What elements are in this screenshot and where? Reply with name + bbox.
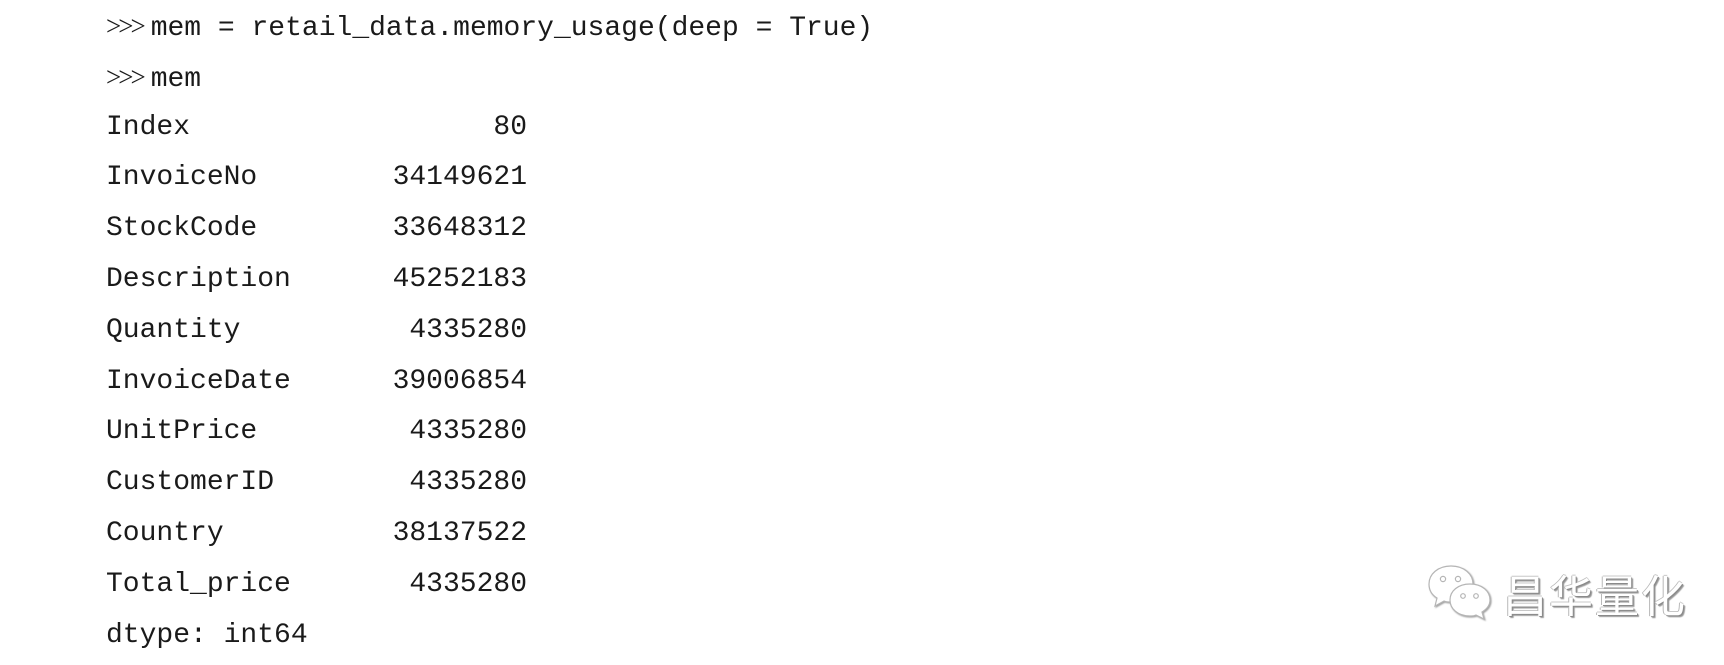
row-label: StockCode (106, 213, 258, 245)
output-row: Quantity 4335280 (106, 306, 873, 357)
row-value: 4335280 (409, 416, 527, 448)
row-label: Quantity (106, 314, 241, 346)
output-row: StockCode 33648312 (106, 204, 873, 255)
row-value: 34149621 (392, 162, 527, 194)
row-value: 4335280 (409, 314, 527, 346)
row-label: Description (106, 263, 291, 295)
wechat-icon (1425, 560, 1495, 627)
row-value: 33648312 (392, 213, 527, 245)
prompt: >>> (106, 11, 146, 41)
row-value: 80 (493, 111, 527, 143)
row-value: 38137522 (392, 517, 527, 549)
row-value: 39006854 (392, 365, 527, 397)
output-row: CustomerID 4335280 (106, 458, 873, 509)
row-label: InvoiceNo (106, 162, 258, 194)
output-row: Total_price 4335280 (106, 560, 873, 611)
watermark: 昌华量化 (1425, 558, 1687, 628)
row-label: UnitPrice (106, 416, 258, 448)
command-line: >>>mem = retail_data.memory_usage(deep =… (106, 1, 873, 52)
output-row: Index 80 (106, 103, 873, 154)
row-label: InvoiceDate (106, 365, 291, 397)
prompt: >>> (106, 61, 146, 92)
row-label: Country (106, 517, 224, 549)
echo-line: >>>mem (106, 52, 873, 103)
row-value: 4335280 (409, 467, 527, 499)
row-value: 45252183 (392, 263, 527, 295)
output-row: Description 45252183 (106, 255, 873, 306)
echo-code: mem (150, 63, 202, 95)
output-row: UnitPrice 4335280 (106, 407, 873, 458)
row-label: Index (106, 111, 191, 143)
watermark-text: 昌华量化 (1503, 572, 1687, 623)
row-label: CustomerID (106, 467, 275, 499)
output-row: Country 38137522 (106, 509, 873, 560)
command-code: mem = retail_data.memory_usage(deep = Tr… (150, 13, 874, 44)
row-value: 4335280 (409, 568, 527, 600)
output-row: InvoiceNo 34149621 (106, 153, 873, 204)
python-console-output: >>>mem = retail_data.memory_usage(deep =… (106, 0, 873, 661)
dtype-line: dtype: int64 (106, 619, 308, 651)
row-label: Total_price (106, 568, 291, 600)
output-row: InvoiceDate 39006854 (106, 357, 873, 408)
